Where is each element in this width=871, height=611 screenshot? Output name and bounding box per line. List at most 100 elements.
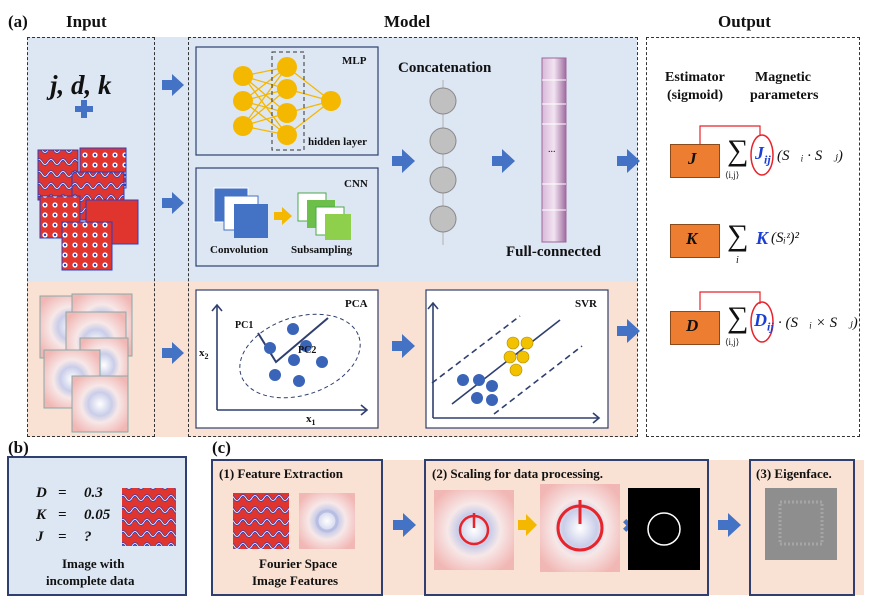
- x2-sub: 2: [204, 352, 209, 362]
- panel-b-caption-2: incomplete data: [46, 573, 135, 588]
- svr-margins: [431, 315, 583, 415]
- step2-title: (2) Scaling for data processing.: [432, 466, 604, 481]
- sum-j-sub: ⟨i,j⟩: [725, 170, 740, 180]
- svr-axes: [427, 301, 601, 424]
- row-d-name: D: [36, 485, 47, 501]
- magnetic-sub: parameters: [750, 88, 819, 103]
- x2-label: x2: [199, 347, 209, 361]
- coef-circles: [750, 134, 774, 343]
- panel-a-tag: (a): [8, 12, 28, 31]
- sum-k-symbol: ∑: [727, 219, 749, 252]
- input-spin-images: [37, 147, 139, 271]
- row-j-value: ?: [84, 529, 92, 545]
- x1-text: x: [306, 413, 312, 425]
- estimator-k-name: K: [686, 229, 698, 248]
- sum-k-sub: i: [736, 255, 739, 266]
- svr-label: SVR: [575, 298, 598, 310]
- sum-d-sub: ⟨i,j⟩: [725, 337, 740, 347]
- model-title: Model: [384, 12, 431, 31]
- row-k-eq: =: [58, 507, 67, 523]
- fc-ellipsis: ...: [548, 144, 556, 155]
- row-d-eq: =: [58, 485, 67, 501]
- pca-label: PCA: [345, 298, 368, 310]
- concatenation-label: Concatenation: [398, 60, 492, 76]
- arrow-to-output-top: [617, 149, 640, 173]
- x2-text: x: [199, 347, 205, 359]
- estimator-k-box: [670, 224, 720, 258]
- step1-title: (1) Feature Extraction: [219, 466, 343, 481]
- panel-b-caption-1: Image with: [62, 556, 125, 571]
- pca-ellipse: [239, 313, 361, 399]
- pc1-label: PC1: [235, 320, 254, 331]
- subsampling-label: Subsampling: [291, 244, 353, 256]
- x1-sub: 1: [311, 418, 316, 428]
- mlp-label: MLP: [342, 55, 367, 67]
- eigenface-image: [765, 488, 837, 560]
- sum-d-symbol: ∑: [727, 301, 749, 334]
- arrow-input-mlp: [162, 74, 184, 96]
- coef-d-sub: ij: [767, 319, 774, 334]
- input-fourier-images: [39, 293, 133, 433]
- full-connected-bar: [541, 57, 567, 243]
- cnn-convolution-stack: [213, 187, 268, 238]
- estimator-d-box: [670, 311, 720, 345]
- coef-d-text: D: [754, 310, 767, 330]
- arrow-to-output-bottom: [617, 319, 640, 343]
- coef-k: K: [756, 228, 769, 248]
- x1-label: x1: [306, 413, 316, 427]
- pca-vectors: [257, 317, 329, 364]
- estimator-sub: (sigmoid): [667, 88, 723, 103]
- row-j-eq: =: [58, 529, 67, 545]
- estimator-connectors: [699, 125, 761, 310]
- panel-b-row-1: K = 0.05: [36, 507, 110, 524]
- coef-j-sub: ij: [764, 152, 771, 167]
- concat-nodes: [429, 87, 457, 233]
- input-title: Input: [66, 12, 107, 31]
- convolution-label: Convolution: [210, 244, 269, 256]
- pca-axes: [211, 303, 369, 416]
- arrow-to-fc: [492, 149, 515, 173]
- row-k-value: 0.05: [84, 507, 111, 523]
- step2-scale-arrow: [518, 514, 537, 536]
- pc2-label: PC2: [298, 345, 317, 356]
- row-k-name: K: [36, 507, 47, 523]
- step1-caption-2: Image Features: [252, 573, 339, 588]
- panel-b-tag: (b): [8, 438, 29, 457]
- output-dashed-frame: [646, 37, 860, 437]
- step1-fourier-image: [299, 493, 355, 549]
- arrow-step2-step3: [718, 513, 741, 537]
- step2-scaled-image: [540, 484, 620, 572]
- pca-box: [195, 289, 379, 429]
- estimator-j-name: J: [688, 149, 697, 168]
- svr-points-blue: [457, 374, 498, 406]
- sum-j-symbol: ∑: [727, 134, 749, 167]
- term-k: (Sᵢᶻ)²: [771, 230, 799, 246]
- hidden-layer-frame: [271, 51, 305, 151]
- arrow-input-cnn: [162, 192, 184, 214]
- svr-box: [425, 289, 609, 429]
- panel-b-image: [122, 488, 176, 546]
- step1-spin-image: [233, 493, 289, 549]
- output-title: Output: [718, 12, 771, 31]
- step2-fourier-image: [434, 490, 514, 570]
- magnetic-label: Magnetic: [755, 70, 811, 85]
- model-dashed-frame: [188, 37, 638, 437]
- panel-b-row-2: J=?: [36, 529, 92, 546]
- estimator-d-name: D: [686, 316, 699, 335]
- term-j: (S⃗ᵢ · S⃗ⱼ): [777, 148, 843, 164]
- svr-points-yellow: [503, 336, 534, 377]
- cnn-subsampling-stack: [297, 192, 351, 240]
- panel-c-tag: (c): [212, 438, 231, 457]
- full-connected-label: Full-connected: [506, 244, 601, 260]
- coef-j: Jij: [755, 143, 771, 168]
- plus-icon: [75, 100, 93, 118]
- pca-points: [264, 323, 328, 387]
- mlp-nodes: [233, 57, 341, 145]
- cnn-label: CNN: [344, 178, 368, 190]
- arrow-input-pca: [162, 342, 184, 364]
- hidden-layer-label: hidden layer: [308, 136, 367, 148]
- row-d-value: 0.3: [84, 485, 103, 501]
- coef-j-text: J: [755, 143, 764, 163]
- coef-d: Dij: [754, 310, 774, 335]
